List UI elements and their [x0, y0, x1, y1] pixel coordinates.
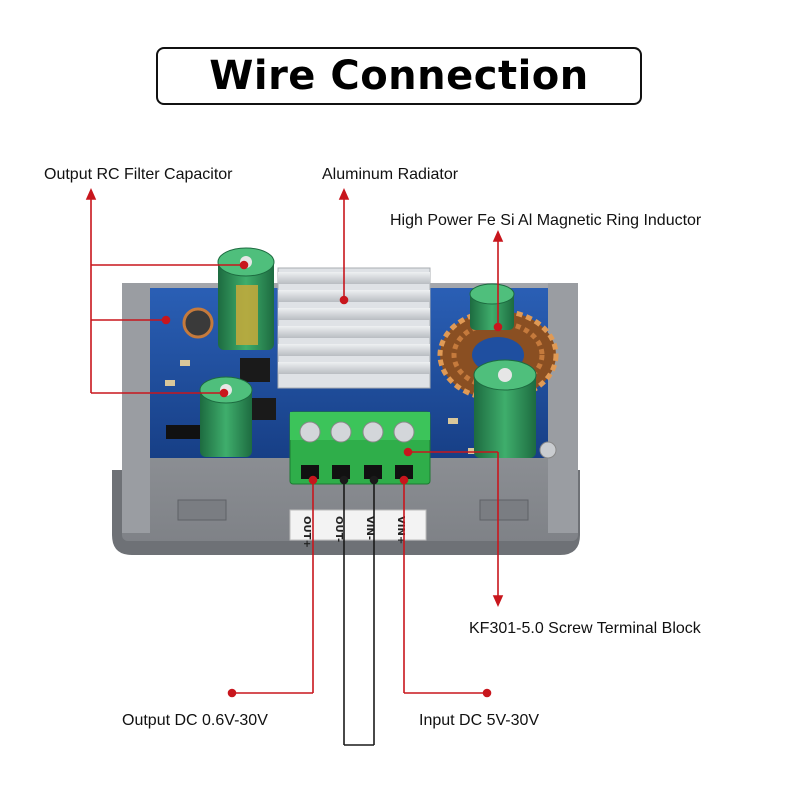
output-capacitor	[217, 247, 275, 350]
ic-chip	[248, 398, 276, 420]
enclosure-clip-left	[177, 499, 227, 521]
screw-icon	[539, 441, 557, 459]
enclosure-rail-left	[122, 283, 150, 533]
terminal-label-out-minus: OUT-	[333, 516, 344, 542]
label-magnetic-ring-inductor: High Power Fe Si Al Magnetic Ring Induct…	[390, 212, 702, 229]
terminal-screw-icon	[393, 421, 415, 443]
aluminum-radiator	[277, 267, 431, 389]
screw-terminal-block	[289, 411, 431, 485]
ic-chip	[166, 425, 202, 439]
terminal-slot	[395, 465, 413, 479]
label-input-dc: Input DC 5V-30V	[419, 712, 540, 729]
page-title: Wire Connection	[209, 53, 589, 99]
terminal-label-out-plus: OUT+	[301, 516, 312, 548]
terminal-slot	[364, 465, 382, 479]
terminal-label-vin-minus: VIN-	[364, 516, 375, 540]
smd-component	[180, 360, 190, 366]
smd-component	[165, 380, 175, 386]
buck-converter-module-illustration: OUT+ OUT- VIN- VIN+	[112, 247, 580, 555]
terminal-slot	[332, 465, 350, 479]
title-box: Wire Connection	[156, 47, 642, 105]
label-output-rc-filter-capacitor: Output RC Filter Capacitor	[44, 166, 233, 183]
wires	[339, 475, 379, 746]
terminal-screw-icon	[330, 421, 352, 443]
inductor-side-capacitor	[469, 283, 515, 330]
terminal-screw-icon	[299, 421, 321, 443]
input-capacitor	[473, 359, 537, 458]
smd-component	[448, 418, 458, 424]
label-screw-terminal-block: KF301-5.0 Screw Terminal Block	[469, 620, 701, 637]
filter-capacitor	[199, 376, 253, 457]
terminal-label-vin-plus: VIN+	[395, 516, 406, 544]
ic-chip	[240, 358, 270, 382]
label-output-dc: Output DC 0.6V-30V	[122, 712, 268, 729]
callout-lines	[85, 188, 504, 698]
small-inductor	[182, 307, 214, 339]
enclosure-rail-right	[548, 283, 578, 533]
terminal-screw-icon	[362, 421, 384, 443]
terminal-slot	[301, 465, 319, 479]
label-aluminum-radiator: Aluminum Radiator	[322, 166, 459, 183]
enclosure-clip-right	[479, 499, 529, 521]
